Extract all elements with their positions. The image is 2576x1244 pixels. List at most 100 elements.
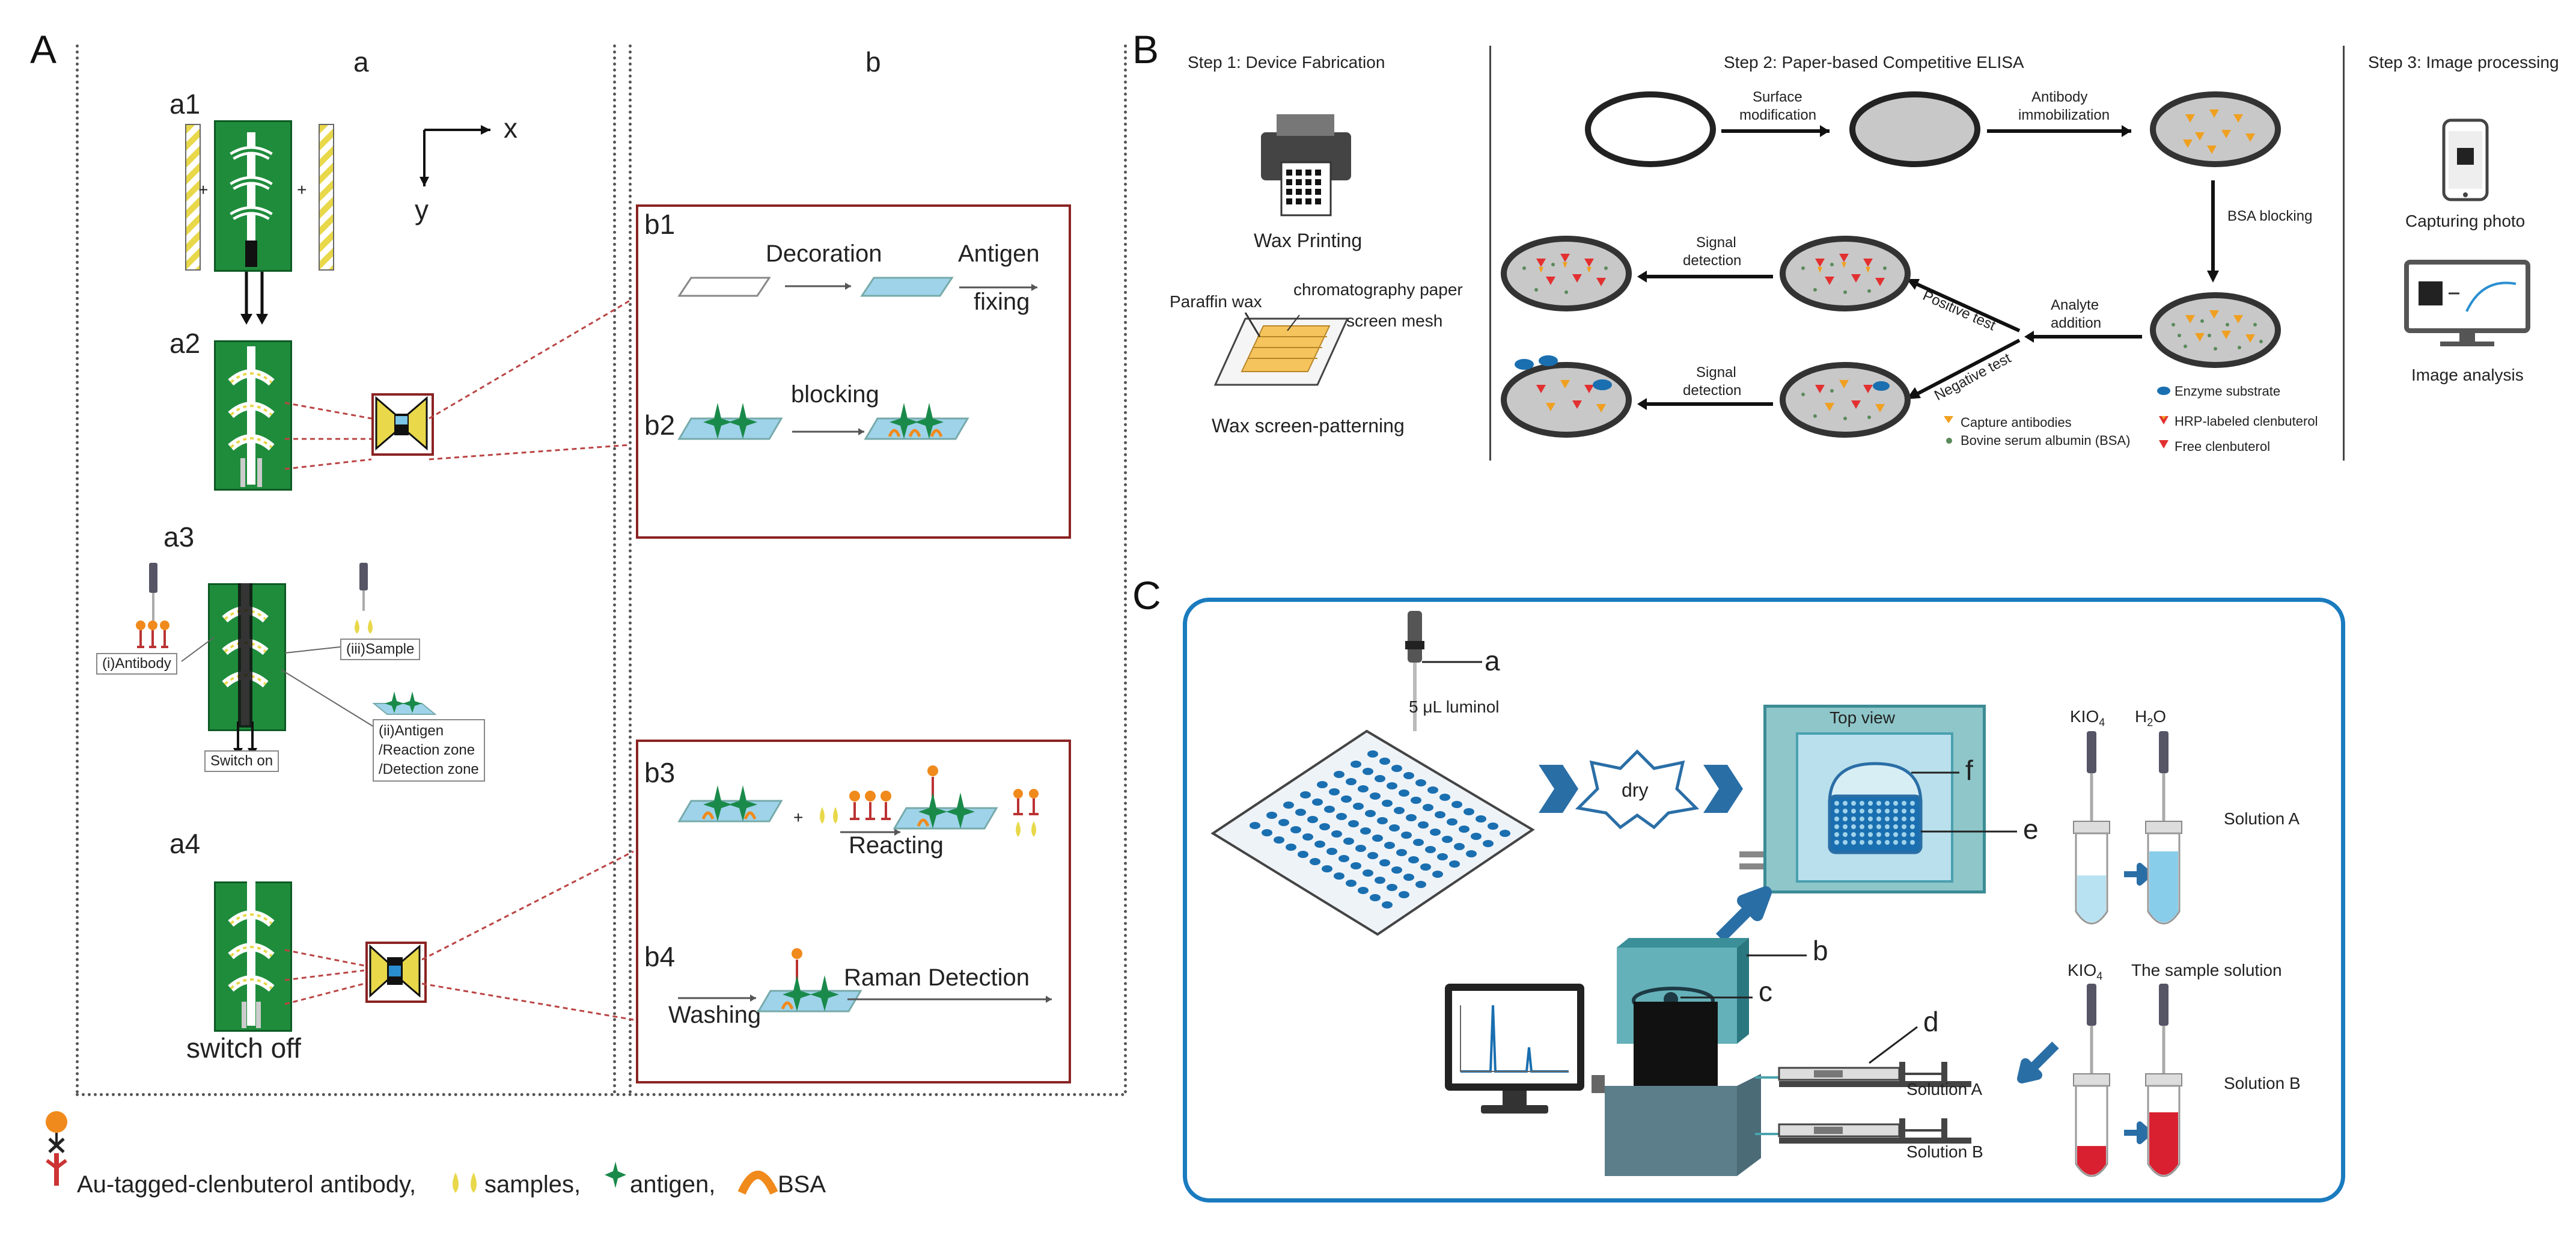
- antigen-zone-label-box: (ii)Antigen /Reaction zone /Detection zo…: [373, 719, 485, 782]
- down-left-arrow: [2017, 1041, 2059, 1083]
- xy-axes: [420, 125, 490, 186]
- switch-off-label: switch off: [186, 1032, 301, 1064]
- antigen-leader-line: [281, 669, 376, 728]
- a2-zoom-connectors: [284, 299, 630, 470]
- b3-antigen-paper: [677, 785, 783, 823]
- a4-chip-channels: [228, 881, 275, 1028]
- tube-arrow-b: [2124, 1121, 2152, 1144]
- legend-enzyme-icon: [2157, 387, 2170, 395]
- luminol-label: 5 μL luminol: [1409, 697, 1500, 716]
- panel-a-left-border: [76, 44, 79, 1094]
- panel-a-bottom-border: [76, 1093, 1125, 1096]
- a2-chip-channels: [228, 346, 275, 487]
- column-b-label: b: [865, 46, 881, 78]
- wax-printing-label: Wax Printing: [1254, 230, 1363, 251]
- legend-hrp-icon: [2159, 416, 2169, 424]
- antigen-zone-line-3: /Detection zone: [379, 761, 479, 777]
- legend-bsa-label: BSA: [778, 1171, 826, 1198]
- h2o-label: H2O: [2135, 707, 2166, 729]
- antibody-imm-arrow: [1987, 125, 2131, 137]
- b3-label: b3: [644, 757, 676, 788]
- surface-mod-arrow: [1721, 125, 1830, 137]
- kio4-top-sub: 4: [2099, 716, 2105, 729]
- legend-free-icon: [2159, 440, 2169, 449]
- top-view-label: Top view: [1830, 708, 1895, 727]
- b3-antibody-cluster: [849, 791, 891, 820]
- wax-screen-illustration: [1213, 312, 1349, 386]
- signal-arrow-negative: [1637, 398, 1773, 410]
- legend-bsa-label-b: Bovine serum albumin (BSA): [1961, 433, 2131, 448]
- sample-pipette-icon: [359, 563, 368, 611]
- pump-a-label: Solution A: [1906, 1080, 1983, 1098]
- label-b-line: [1747, 954, 1807, 957]
- b1-decoration-label: Decoration: [766, 241, 882, 267]
- image-analysis-label: Image analysis: [2411, 366, 2524, 384]
- luminol-pipette-icon: [1405, 611, 1424, 731]
- a1-chip-channels: [230, 132, 273, 267]
- monitor-icon: [2404, 260, 2530, 346]
- b1-arrow-1: [785, 283, 851, 290]
- elisa-disc-blocked: [2150, 292, 2281, 368]
- elisa-disc-negative: [1780, 362, 1911, 438]
- b2-label: b2: [644, 409, 676, 441]
- b2-arrow: [792, 428, 864, 435]
- legend-samples-label: samples,: [484, 1171, 581, 1198]
- b3-leftover-antibodies: [1013, 789, 1039, 837]
- signal-positive-label-2: detection: [1683, 253, 1742, 269]
- solution-b-label: Solution B: [2224, 1074, 2301, 1092]
- label-c-c: c: [1759, 976, 1772, 1007]
- b3-drops: [820, 807, 838, 824]
- top-view-cell: [1828, 762, 1923, 854]
- elisa-disc-modified: [1849, 91, 1980, 167]
- tube-arrow-a: [2124, 863, 2152, 886]
- antigen-zone-line-2: /Reaction zone: [379, 742, 475, 758]
- positive-test-arrow: [1906, 279, 2021, 332]
- signal-arrow-positive: [1637, 271, 1773, 283]
- top-view-connectors: [1739, 851, 1763, 869]
- detector-instrument: [1592, 938, 1761, 1176]
- label-c-f: f: [1965, 755, 1973, 786]
- h2o-sub: 2: [2147, 716, 2153, 729]
- a4-label: a4: [169, 828, 201, 859]
- kio4-top-text: KIO: [2070, 707, 2099, 726]
- h2o-o: O: [2153, 707, 2167, 726]
- analyte-arrow: [2024, 331, 2142, 343]
- b1-blue-paper: [860, 277, 954, 297]
- signal-positive-label-1: Signal: [1696, 234, 1736, 251]
- b4-arrow-2: [847, 996, 1052, 1003]
- b2-blocking-label: blocking: [791, 381, 879, 408]
- syringe-pump-b: [1755, 1118, 1971, 1144]
- antibody-imm-label-2: immobilization: [2018, 107, 2110, 123]
- kio4-label-bottom: KIO4: [2068, 961, 2102, 983]
- b4-arrow-1: [678, 994, 756, 1002]
- a4-zoom-content: [369, 944, 421, 998]
- label-f-line: [1911, 771, 1959, 774]
- tube-b-2: [2145, 984, 2182, 1177]
- a1-label: a1: [169, 88, 201, 120]
- a2-label: a2: [169, 328, 201, 359]
- legend-bsa-icon: [737, 1171, 778, 1195]
- b3-plus: +: [793, 808, 804, 827]
- legend-antigen-icon: [605, 1162, 626, 1188]
- screen-mesh-label: screen mesh: [1346, 311, 1443, 330]
- b1-blank-paper: [677, 277, 771, 297]
- legend-enzyme-label: Enzyme substrate: [2175, 384, 2281, 399]
- a1-plus-left: +: [198, 180, 209, 199]
- well-plate: [1210, 729, 1535, 936]
- tube-a-1: [2073, 731, 2110, 925]
- step-divider-1: [1489, 46, 1491, 461]
- b3-reacted-paper: [893, 765, 998, 830]
- antibody-imm-label-1: Antibody: [2031, 89, 2088, 105]
- wax-screen-label: Wax screen-patterning: [1212, 415, 1405, 437]
- syringe-pump-a: [1755, 1062, 1971, 1087]
- h2o-h: H: [2135, 707, 2147, 726]
- tube-a-2: [2145, 731, 2182, 925]
- label-c-a-line: [1422, 661, 1482, 663]
- legend-hrp-label: HRP-labeled clenbuterol: [2175, 414, 2318, 429]
- legend-capture-label: Capture antibodies: [1961, 415, 2072, 430]
- analyte-label-2: addition: [2051, 315, 2102, 331]
- a1-strip-left: [185, 124, 201, 271]
- b1-label: b1: [644, 209, 676, 240]
- paraffin-wax-label: Paraffin wax: [1170, 292, 1262, 311]
- a3-label: a3: [163, 521, 195, 553]
